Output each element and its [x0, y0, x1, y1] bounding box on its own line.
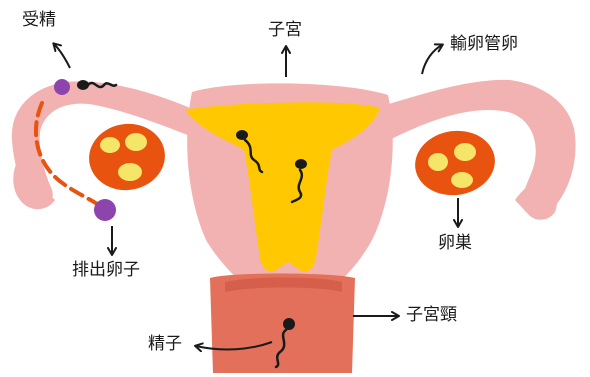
label-ovulation: 排出卵子: [72, 262, 140, 279]
fertilized-egg: [54, 79, 70, 95]
label-ovary: 卵巣: [438, 235, 472, 252]
arrow-fallopian-tube: [422, 45, 442, 74]
label-sperm: 精子: [148, 336, 182, 353]
label-cervix: 子宮頸: [406, 307, 457, 324]
right-ovary: [411, 126, 499, 201]
arrow-fertilization: [54, 44, 70, 68]
label-uterus: 子宮: [268, 22, 302, 39]
released-egg: [94, 199, 116, 221]
label-fallopian-tube: 輸卵管卵: [450, 36, 518, 53]
label-fertilization: 受精: [22, 12, 56, 29]
left-ovary: [85, 119, 169, 195]
